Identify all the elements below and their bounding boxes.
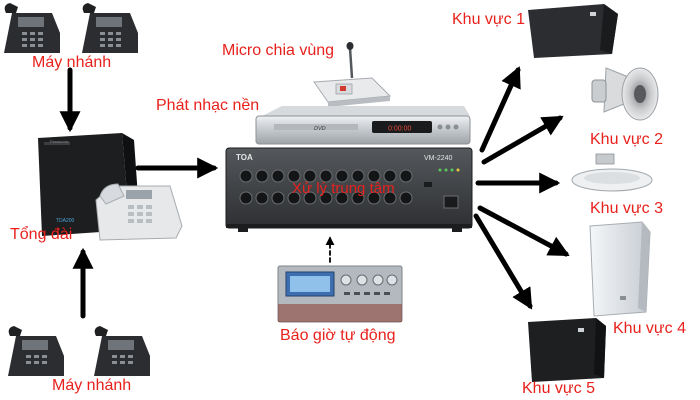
label-extension-top: Máy nhánh bbox=[32, 54, 112, 71]
phone-icon bbox=[8, 326, 64, 376]
svg-text:Panasonic: Panasonic bbox=[50, 139, 69, 144]
arrow-central-to-zone-5 bbox=[473, 213, 533, 310]
arrow-central-to-zone-4 bbox=[477, 205, 570, 257]
label-zone-4: Khu vực 4 bbox=[613, 320, 686, 337]
phone-icon bbox=[94, 326, 150, 376]
zone-5-speaker bbox=[528, 318, 606, 382]
pbx-model-text: TDA200 bbox=[56, 218, 75, 224]
dvd-logo-text: DVD bbox=[314, 126, 326, 132]
dvd-display-text: 0:00:00 bbox=[388, 126, 411, 133]
label-central-processing: Xử lý trung tâm bbox=[292, 180, 395, 197]
paging-microphone bbox=[313, 42, 392, 107]
dvd-player: DVD 0:00:00 bbox=[255, 106, 471, 145]
label-auto-bell: Báo giờ tự động bbox=[280, 327, 396, 344]
auto-timer-device bbox=[277, 265, 403, 323]
amp-model-text: VM-2240 bbox=[424, 155, 453, 162]
phone-icon bbox=[82, 3, 138, 53]
zone-4-speaker bbox=[589, 221, 651, 317]
zone-2-horn-speaker bbox=[591, 67, 659, 121]
label-bgm: Phát nhạc nền bbox=[156, 97, 260, 114]
arrow-central-to-zone-2 bbox=[481, 115, 564, 165]
zone-1-speaker bbox=[528, 4, 618, 58]
label-zone-5: Khu vực 5 bbox=[522, 380, 595, 397]
phone-icon bbox=[4, 3, 60, 53]
arrow-central-to-zone-1 bbox=[479, 66, 521, 153]
label-pbx: Tổng đài bbox=[10, 226, 73, 243]
label-zone-1: Khu vực 1 bbox=[452, 11, 525, 28]
desk-phone-icon bbox=[95, 183, 183, 241]
label-extension-bottom: Máy nhánh bbox=[52, 377, 132, 394]
label-zone-3: Khu vực 3 bbox=[590, 200, 663, 217]
central-amplifier: TOA VM-2240 bbox=[225, 147, 473, 232]
label-zone-2: Khu vực 2 bbox=[590, 131, 663, 148]
amp-brand-text: TOA bbox=[236, 153, 253, 162]
connection-arrows bbox=[59, 66, 570, 319]
label-paging-mic: Micro chia vùng bbox=[222, 42, 335, 59]
zone-3-ceiling-speaker bbox=[571, 153, 653, 192]
